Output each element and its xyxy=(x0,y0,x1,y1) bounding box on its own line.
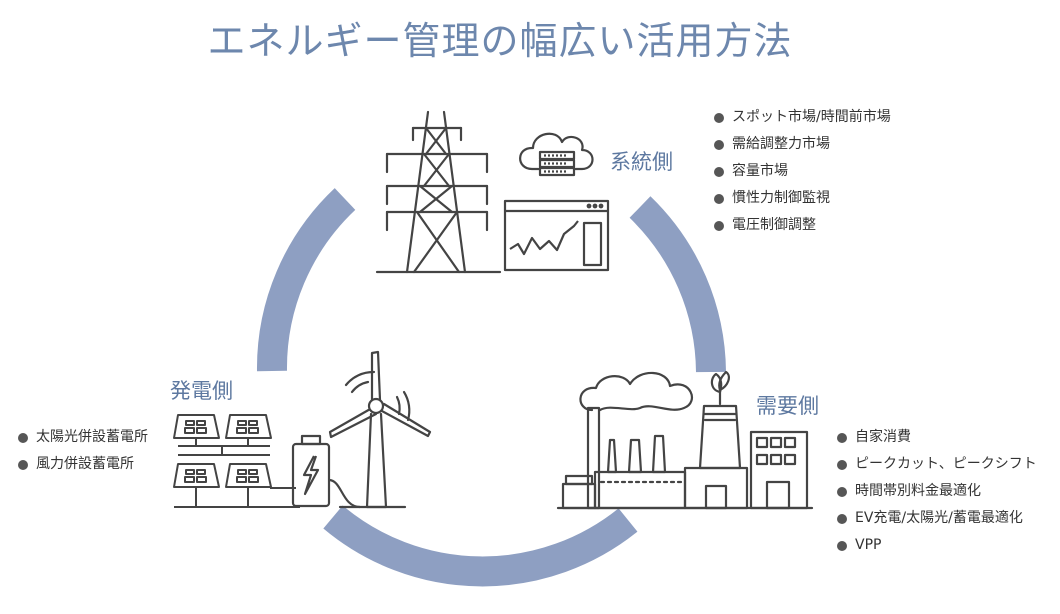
list-item: ピークカット、ピークシフト xyxy=(837,451,1037,478)
cloud-server-icon xyxy=(519,132,594,177)
list-item: 時間帯別料金最適化 xyxy=(837,478,1037,505)
list-item: スポット市場/時間前市場 xyxy=(714,104,891,131)
transmission-tower-icon xyxy=(375,110,502,274)
list-item: 太陽光併設蓄電所 xyxy=(18,424,148,451)
list-item: 自家消費 xyxy=(837,424,1037,451)
list-item: EV充電/太陽光/蓄電最適化 xyxy=(837,505,1037,532)
grid-side-list: スポット市場/時間前市場 需給調整力市場 容量市場 慣性力制御監視 電圧制御調整 xyxy=(714,104,891,239)
demand-side-list: 自家消費 ピークカット、ピークシフト 時間帯別料金最適化 EV充電/太陽光/蓄電… xyxy=(837,424,1037,559)
list-item: 電圧制御調整 xyxy=(714,212,891,239)
ring-arc-bottom xyxy=(323,505,638,587)
factory-icon xyxy=(556,370,814,510)
monitor-chart-icon xyxy=(503,199,610,272)
cycle-ring xyxy=(256,188,726,587)
list-item: 風力併設蓄電所 xyxy=(18,451,148,478)
page-title: エネルギー管理の幅広い活用方法 xyxy=(207,19,793,63)
ring-arc-right xyxy=(629,196,726,373)
list-item: 慣性力制御監視 xyxy=(714,185,891,212)
generation-side-label: 発電側 xyxy=(170,379,233,403)
generation-side-list: 太陽光併設蓄電所 風力併設蓄電所 xyxy=(18,424,148,478)
demand-side-label: 需要側 xyxy=(756,394,819,418)
grid-side-label: 系統側 xyxy=(610,150,673,174)
list-item: 需給調整力市場 xyxy=(714,131,891,158)
list-item: VPP xyxy=(837,532,1037,559)
list-item: 容量市場 xyxy=(714,158,891,185)
battery-icon xyxy=(291,434,361,509)
solar-panel-icon xyxy=(173,414,300,508)
ring-arc-left xyxy=(256,188,356,372)
wind-turbine-icon xyxy=(328,350,432,509)
